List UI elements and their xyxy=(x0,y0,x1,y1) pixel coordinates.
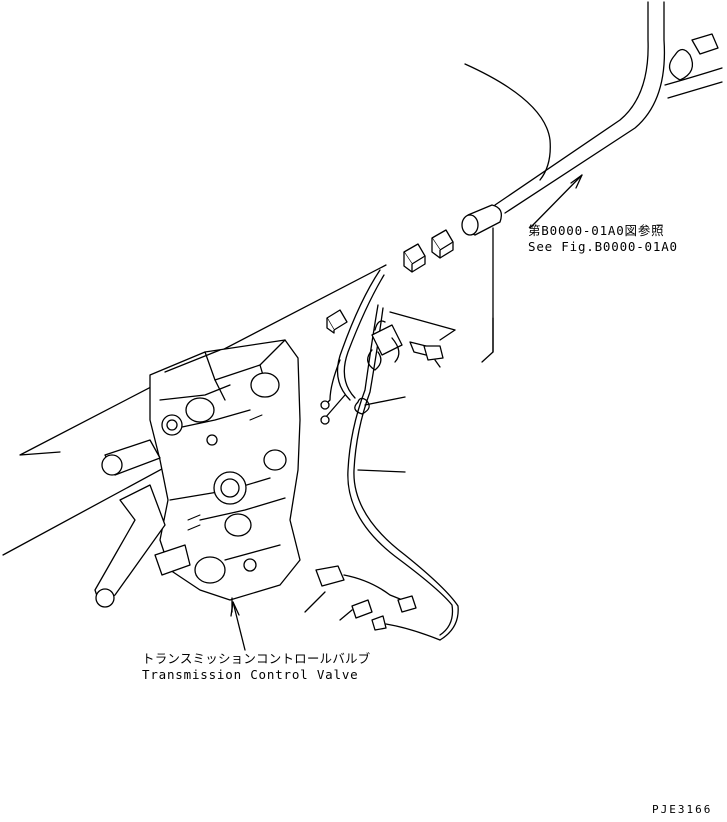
drawing-code: PJE3166 xyxy=(652,803,713,816)
fig-reference-en: See Fig.B0000-01A0 xyxy=(528,239,678,254)
leader-lines xyxy=(230,174,583,651)
main-harness xyxy=(461,1,723,236)
connector-group xyxy=(326,229,454,334)
relay-assembly xyxy=(367,320,444,371)
valve-label-jp: トランスミッションコントロールバルブ xyxy=(142,651,371,666)
transmission-control-valve xyxy=(94,339,301,613)
valve-label-en: Transmission Control Valve xyxy=(142,667,359,682)
sub-harness xyxy=(320,269,459,641)
sensor-lead xyxy=(304,565,441,641)
fig-reference-jp: 第B0000-01A0図参照 xyxy=(528,223,665,238)
